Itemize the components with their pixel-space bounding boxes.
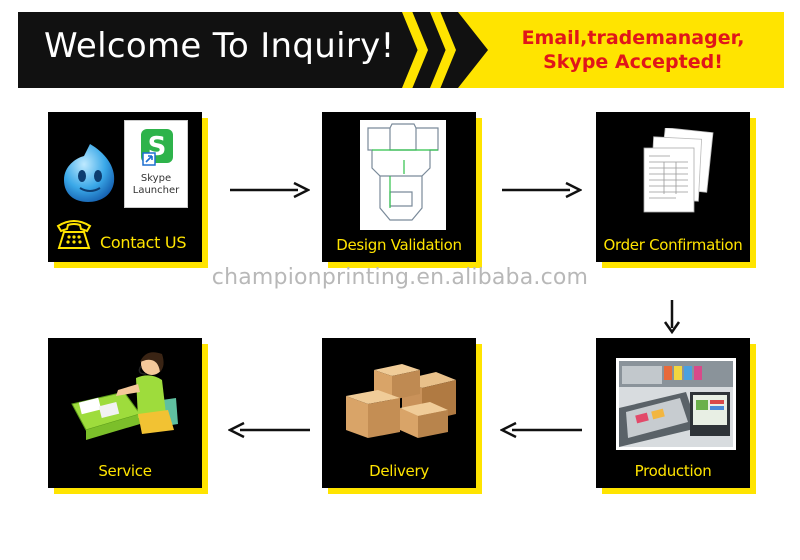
- arrow-right-icon: [502, 181, 582, 199]
- document-stack-icon: [643, 128, 714, 213]
- skype-badge-line2: Launcher: [132, 185, 180, 196]
- step-label: Production: [634, 462, 712, 480]
- accepted-line-2: Skype Accepted!: [543, 51, 723, 73]
- step-delivery: Delivery: [322, 338, 482, 494]
- chevron-icon: [430, 12, 456, 88]
- chat-bubble-icon: [64, 144, 115, 202]
- step-label: Contact US: [100, 233, 187, 252]
- accepted-line-1: Email,trademanager,: [521, 27, 745, 49]
- skype-launcher-badge: S Skype Launcher: [124, 120, 188, 208]
- accepted-channels-text: Email,trademanager, Skype Accepted!: [488, 26, 778, 74]
- cardboard-boxes-icon: [346, 364, 456, 438]
- step-order-confirmation: Order Confirmation: [596, 112, 756, 268]
- header-banner: Welcome To Inquiry! Email,trademanager, …: [18, 12, 784, 88]
- dieline-card: [360, 120, 446, 230]
- arrow-down-icon: [663, 300, 681, 334]
- step-box: Production: [596, 338, 750, 488]
- skype-icon: S: [141, 129, 173, 166]
- step-box: Delivery: [322, 338, 476, 488]
- box-dieline-icon: [367, 123, 439, 221]
- arrow-right-icon: [230, 181, 310, 199]
- customer-service-agent-icon: [71, 352, 178, 440]
- banner-title: Welcome To Inquiry!: [44, 26, 395, 66]
- skype-badge-line1: Skype: [140, 173, 172, 184]
- step-contact-us: S Skype Launcher Contact US: [48, 112, 208, 268]
- arrow-left-icon: [500, 421, 582, 439]
- skype-badge-text: Skype Launcher: [125, 173, 187, 197]
- step-box: S Skype Launcher Contact US: [48, 112, 202, 262]
- step-label: Design Validation: [336, 236, 462, 254]
- telephone-icon: [56, 220, 92, 249]
- step-label: Service: [98, 462, 152, 480]
- arrow-left-icon: [228, 421, 310, 439]
- step-service: Service: [48, 338, 208, 494]
- step-label: Delivery: [369, 462, 429, 480]
- watermark-text: championprinting.en.alibaba.com: [211, 265, 589, 290]
- banner-yellow-panel: [458, 12, 784, 88]
- step-box: Service: [48, 338, 202, 488]
- step-box: Design Validation: [322, 112, 476, 262]
- step-label: Order Confirmation: [603, 236, 743, 254]
- step-design-validation: Design Validation: [322, 112, 482, 268]
- step-production: Production: [596, 338, 756, 494]
- chevron-icon: [402, 12, 428, 88]
- step-box: Order Confirmation: [596, 112, 750, 262]
- printing-press-icon: [616, 358, 736, 450]
